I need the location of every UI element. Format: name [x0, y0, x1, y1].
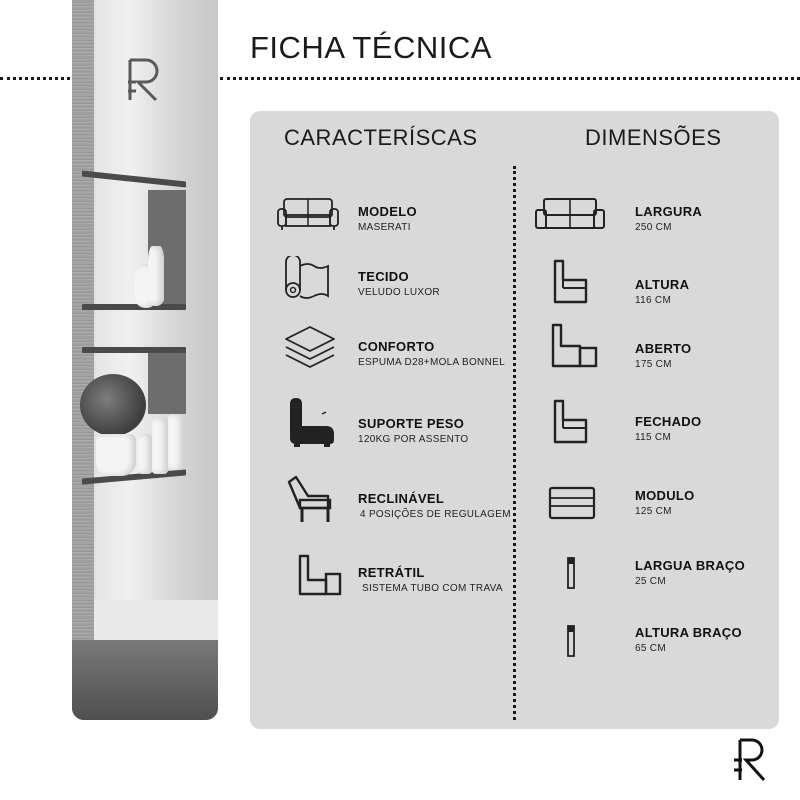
- dim-value: 65 CM: [635, 643, 666, 654]
- dim-label: MODULO: [635, 488, 695, 503]
- sofa-front-icon: [534, 196, 606, 232]
- sofa-icon: [276, 196, 340, 232]
- layers-icon: [284, 324, 336, 370]
- spec-item-retratil: RETRÁTIL SISTEMA TUBO COM TRAVA: [358, 565, 503, 594]
- spec-item-reclinavel: RECLINÁVEL 4 POSIÇÕES DE REGULAGEM: [358, 491, 511, 520]
- dim-label: ALTURA: [635, 277, 690, 292]
- dim-value: 116 CM: [635, 295, 672, 306]
- dim-item-largura: LARGURA 250 CM: [635, 204, 702, 233]
- spec-value: ESPUMA D28+MOLA BONNEL: [358, 357, 505, 368]
- module-icon: [548, 486, 596, 520]
- dim-item-aberto: ABERTO 175 CM: [635, 341, 691, 370]
- dim-item-altura: ALTURA 116 CM: [635, 277, 689, 306]
- person-recliner-icon: [286, 396, 338, 448]
- spec-value: SISTEMA TUBO COM TRAVA: [362, 583, 503, 594]
- spec-label: MODELO: [358, 204, 417, 219]
- dim-label: ALTURA BRAÇO: [635, 625, 742, 640]
- spec-item-conforto: CONFORTO ESPUMA D28+MOLA BONNEL: [358, 339, 505, 368]
- brand-logo-small: [128, 58, 162, 112]
- spec-item-suporte-peso: SUPORTE PESO 120KG POR ASSENTO: [358, 416, 469, 445]
- spec-label: TECIDO: [358, 269, 409, 284]
- recliner-chair-icon: [286, 474, 334, 524]
- column-divider: [513, 166, 516, 720]
- dim-value: 115 CM: [635, 432, 672, 443]
- seat-open-icon: [550, 322, 600, 370]
- seat-closed-icon: [552, 398, 592, 446]
- dim-item-modulo: MODULO 125 CM: [635, 488, 695, 517]
- dim-item-altura-braco: ALTURA BRAÇO 65 CM: [635, 625, 742, 654]
- spec-value: VELUDO LUXOR: [358, 287, 440, 298]
- spec-label: SUPORTE PESO: [358, 416, 465, 431]
- dim-label: LARGURA: [635, 204, 703, 219]
- spec-value: 120KG POR ASSENTO: [358, 434, 469, 445]
- spec-value: 4 POSIÇÕES DE REGULAGEM: [360, 509, 511, 520]
- arm-width-icon: [566, 556, 576, 590]
- header-divider-left: [0, 77, 70, 80]
- spec-label: RECLINÁVEL: [358, 491, 445, 506]
- brand-logo: [734, 738, 768, 787]
- dim-label: ABERTO: [635, 341, 692, 356]
- spec-value: MASERATI: [358, 222, 411, 233]
- spec-item-modelo: MODELO MASERATI: [358, 204, 417, 233]
- header-divider-right: [220, 77, 800, 80]
- fabric-roll-icon: [284, 256, 330, 300]
- spec-label: CONFORTO: [358, 339, 435, 354]
- dim-item-largura-braco: LARGUA BRAÇO 25 CM: [635, 558, 745, 587]
- retractable-seat-icon: [296, 552, 344, 598]
- spec-label: RETRÁTIL: [358, 565, 425, 580]
- interior-photo: [72, 0, 218, 720]
- dim-value: 250 CM: [635, 222, 672, 233]
- dim-value: 25 CM: [635, 576, 666, 587]
- seat-side-icon: [552, 258, 592, 306]
- dim-label: FECHADO: [635, 414, 702, 429]
- page-title: FICHA TÉCNICA: [250, 30, 492, 65]
- arm-height-icon: [566, 624, 576, 658]
- dimensions-title: DIMENSÕES: [585, 125, 722, 150]
- spec-item-tecido: TECIDO VELUDO LUXOR: [358, 269, 440, 298]
- dim-value: 125 CM: [635, 506, 672, 517]
- characteristics-title: CARACTERÍSCAS: [284, 125, 478, 150]
- dim-item-fechado: FECHADO 115 CM: [635, 414, 701, 443]
- dim-value: 175 CM: [635, 359, 672, 370]
- dim-label: LARGUA BRAÇO: [635, 558, 745, 573]
